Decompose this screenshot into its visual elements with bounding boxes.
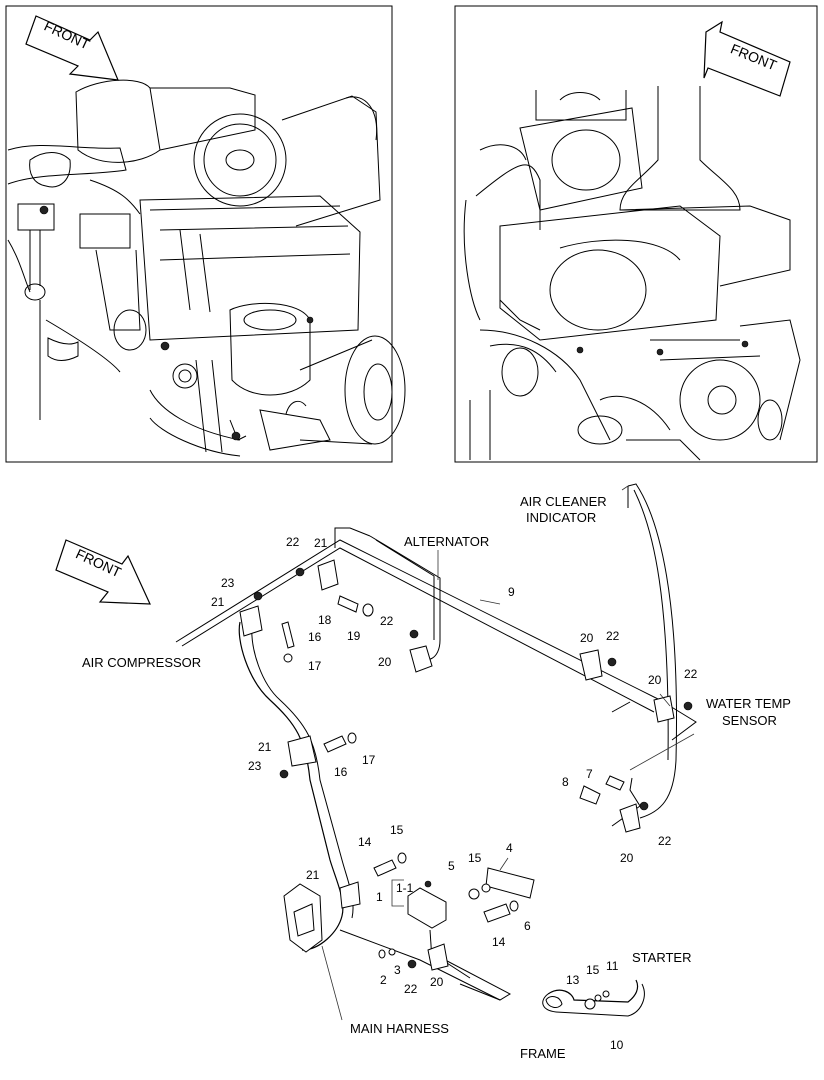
harness-wires (175, 483, 697, 1021)
callout: 11 (606, 959, 619, 973)
callout: 22 (380, 614, 394, 628)
callout: 21 (258, 740, 272, 754)
label-starter: STARTER (632, 950, 691, 965)
label-alternator: ALTERNATOR (404, 534, 489, 549)
callout: 23 (221, 576, 235, 590)
callout: 20 (620, 851, 634, 865)
nuts (253, 567, 693, 969)
label-frame: FRAME (520, 1046, 566, 1061)
label-main-harness: MAIN HARNESS (350, 1021, 449, 1036)
callout: 1 (376, 890, 383, 904)
callout: 21 (306, 868, 320, 882)
label-water-temp-sensor-1: WATER TEMP (706, 696, 791, 711)
callout: 7 (586, 767, 593, 781)
callout: 23 (248, 759, 262, 773)
callout: 20 (430, 975, 444, 989)
callout: 6 (524, 919, 531, 933)
label-air-cleaner-indicator-2: INDICATOR (526, 510, 596, 525)
engine-view-right-panel: FRONT (454, 5, 818, 463)
callout: 17 (362, 753, 376, 767)
callout: 10 (610, 1038, 624, 1052)
callout: 20 (378, 655, 392, 669)
callout: 4 (506, 841, 513, 855)
label-air-compressor: AIR COMPRESSOR (82, 655, 201, 670)
callout: 15 (468, 851, 482, 865)
callout: 20 (580, 631, 594, 645)
callout: 3 (394, 963, 401, 977)
callout: 9 (508, 585, 515, 599)
callout: 2 (380, 973, 387, 987)
callout: 22 (286, 535, 300, 549)
callout: 21 (314, 536, 328, 550)
label-air-cleaner-indicator-1: AIR CLEANER (520, 494, 607, 509)
callout: 21 (211, 595, 225, 609)
engine-view-left-panel: FRONT (5, 5, 406, 463)
callout: 22 (658, 834, 672, 848)
front-arrow-bottom: FRONT (55, 539, 151, 605)
callouts: 22 21 23 21 18 19 16 17 22 20 9 20 22 20… (211, 535, 698, 1052)
callout: 20 (648, 673, 662, 687)
callout: 16 (308, 630, 322, 644)
callout: 14 (492, 935, 506, 949)
callout: 5 (448, 859, 455, 873)
callout: 22 (404, 982, 418, 996)
callout: 15 (586, 963, 600, 977)
callout: 16 (334, 765, 348, 779)
callout: 1-1 (396, 881, 414, 895)
callout: 17 (308, 659, 322, 673)
harness-diagram: FRONT (55, 483, 791, 1061)
callout: 13 (566, 973, 580, 987)
label-water-temp-sensor-2: SENSOR (722, 713, 777, 728)
callout: 22 (684, 667, 698, 681)
leader-lines (391, 485, 695, 907)
clamps (239, 559, 675, 1010)
callout: 15 (390, 823, 404, 837)
callout: 14 (358, 835, 372, 849)
callout: 22 (606, 629, 620, 643)
callout: 18 (318, 613, 332, 627)
callout: 19 (347, 629, 361, 643)
callout: 8 (562, 775, 569, 789)
